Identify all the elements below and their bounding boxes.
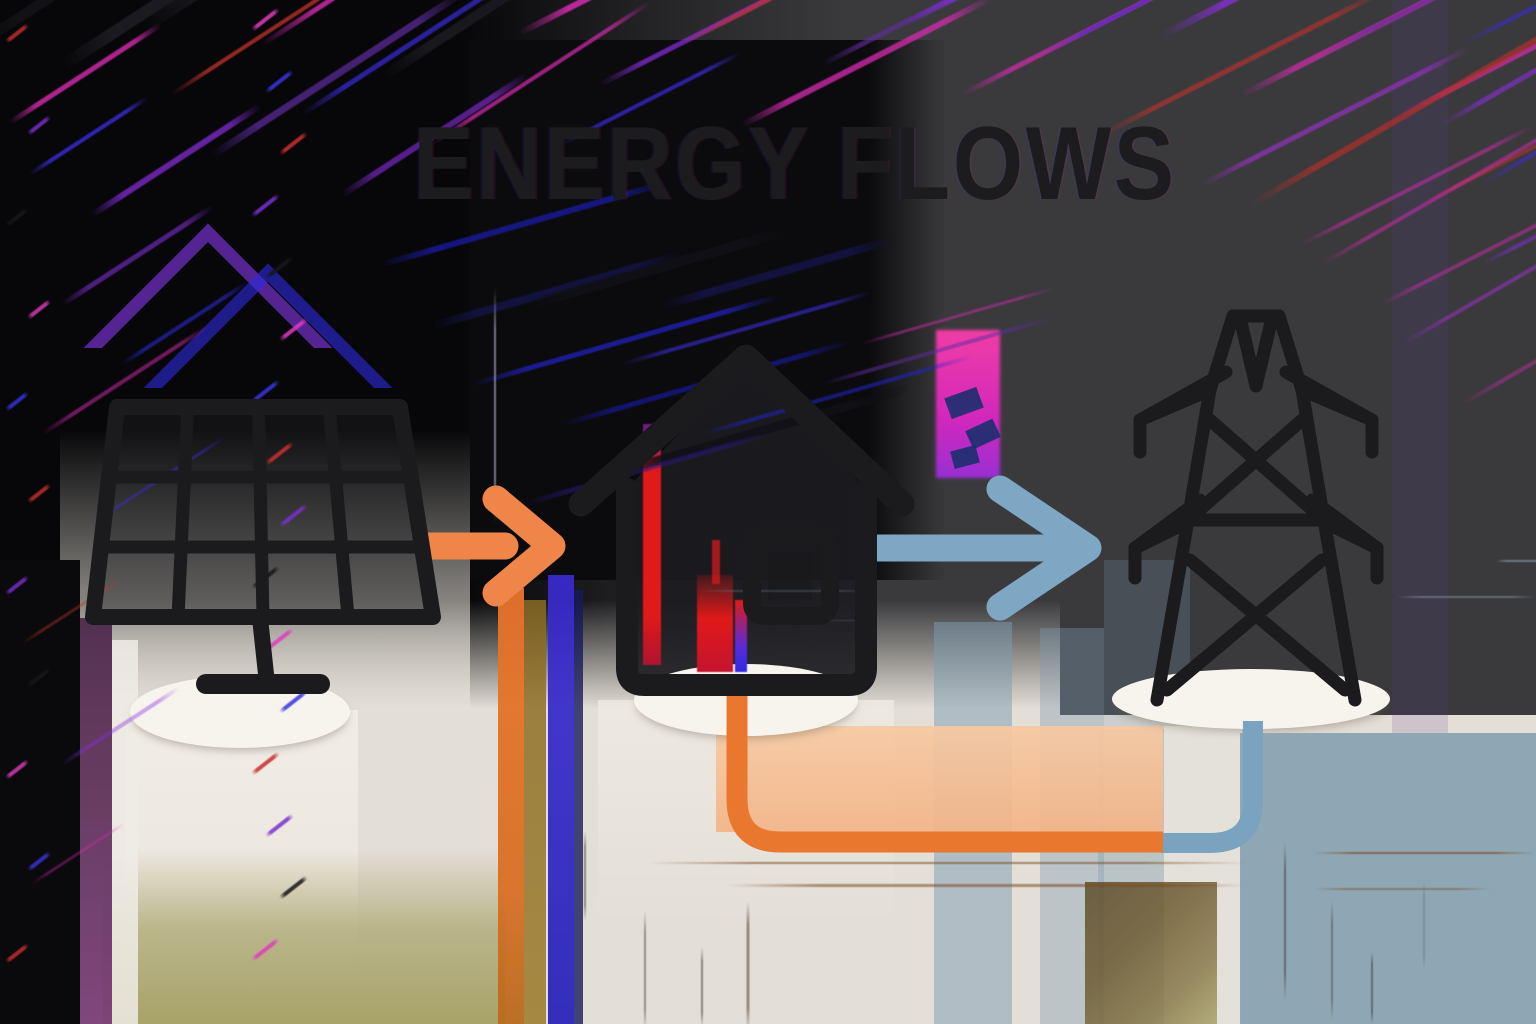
- transmission-tower-icon: [1128, 309, 1384, 707]
- house-return-pipe: [726, 687, 1163, 853]
- house-icon: [568, 344, 915, 696]
- flow-arrow-house-to-tower-icon: [864, 475, 1102, 621]
- glitch-indigo-band: [548, 575, 574, 1024]
- flow-arrow-solar-to-house-icon: [412, 485, 566, 607]
- glitch-plum-band: [80, 618, 112, 1024]
- solar-panel-icon: [85, 399, 441, 694]
- glitch-orange-band: [498, 588, 524, 1024]
- glitch-peach-block: [716, 726, 1163, 832]
- glitch-navy-band: [574, 590, 583, 1024]
- glitch-brown-block: [1085, 882, 1217, 1024]
- tower-return-pipe: [1161, 721, 1263, 853]
- glitch-red-purple-streak: [735, 600, 747, 672]
- glitch-red-streak: [712, 540, 720, 584]
- window-fill: [768, 552, 812, 600]
- glitch-olive-band: [524, 600, 546, 1024]
- glitch-slate-block: [1240, 733, 1536, 1024]
- glitch-red-streak: [697, 575, 733, 672]
